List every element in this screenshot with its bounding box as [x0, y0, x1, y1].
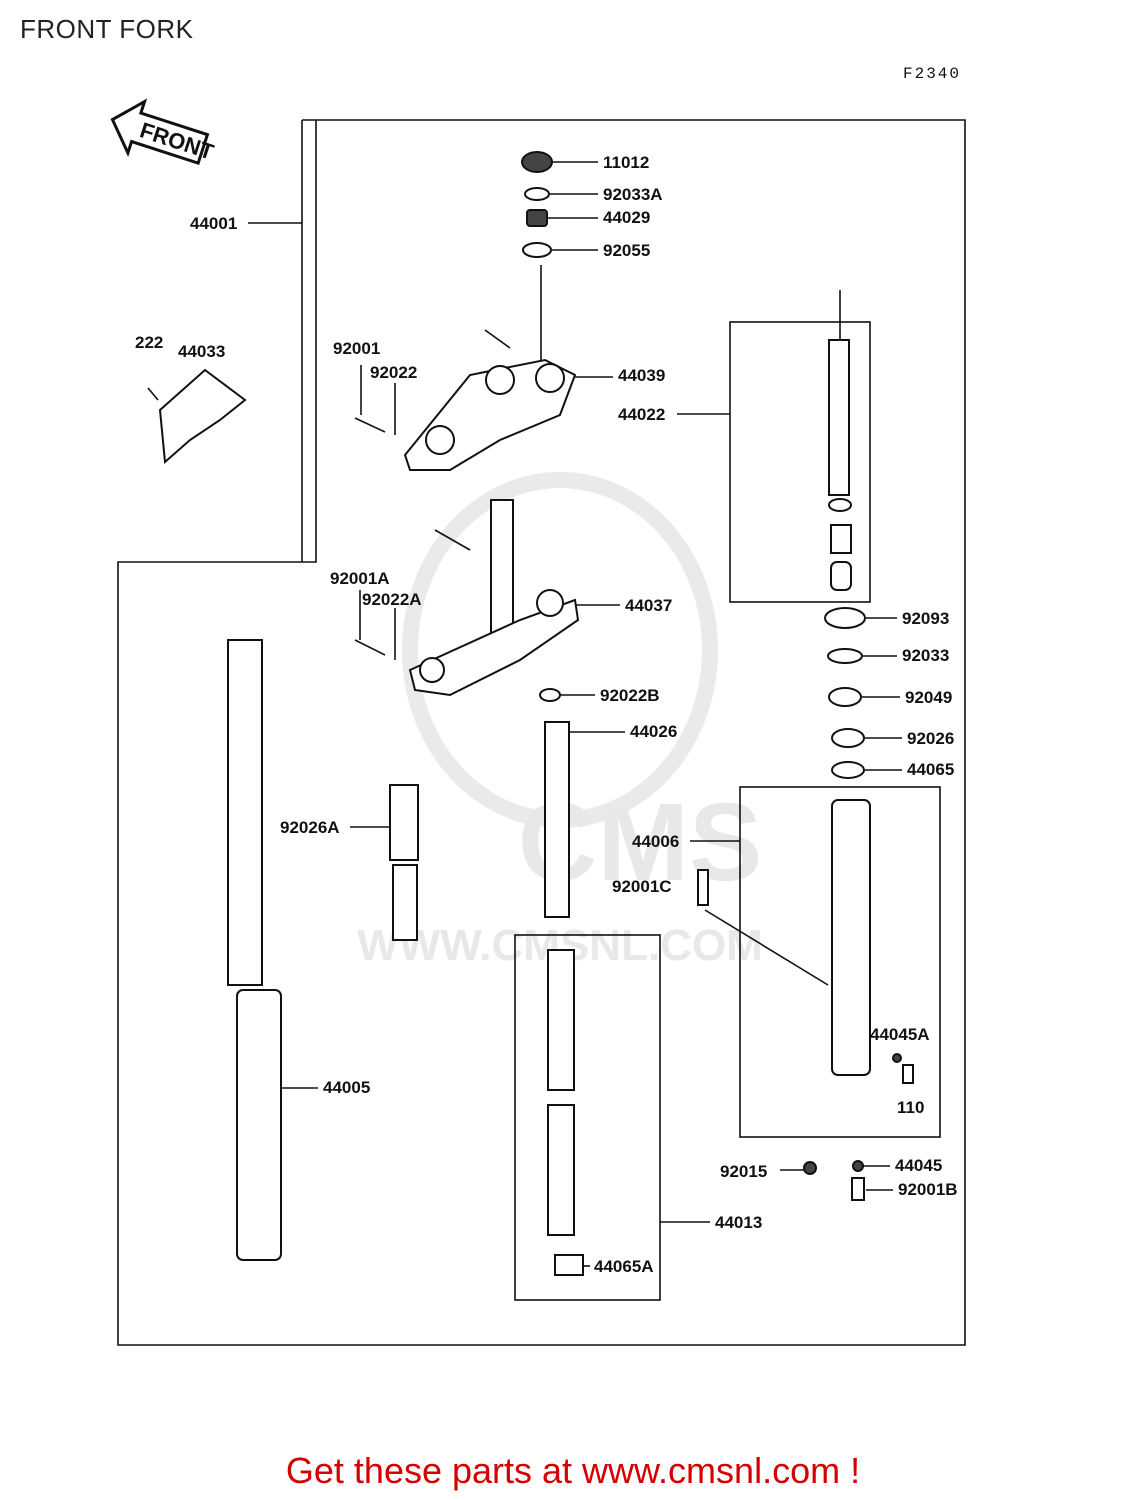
spacer-lower-icon — [392, 864, 418, 941]
outer-tube-box — [739, 786, 941, 1138]
part-label: 92001C — [612, 877, 672, 896]
part-label: 92022A — [362, 590, 422, 609]
damper-box — [729, 321, 871, 603]
washer-92022B-icon — [539, 688, 561, 702]
bushing-44065A-icon — [554, 1254, 584, 1276]
clip-92033-icon — [827, 648, 863, 664]
leader-lines — [248, 161, 902, 1267]
part-label: 92055 — [603, 241, 650, 260]
drawing-code: F2340 — [903, 65, 961, 83]
part-label: 44013 — [715, 1213, 762, 1232]
outer-tube-44006-icon — [831, 799, 871, 1076]
part-label: 92001A — [330, 569, 390, 588]
part-label: 11012 — [603, 153, 649, 172]
part-label: 44037 — [625, 596, 672, 615]
inner-tube-lower-icon — [547, 1104, 575, 1236]
fork-spring-44026-icon — [544, 721, 570, 918]
footer-link-text[interactable]: Get these parts at www.cmsnl.com ! — [285, 1450, 861, 1491]
lower-clamp-44037-icon — [408, 598, 580, 697]
part-label: 222 — [135, 333, 163, 352]
washer-92026-icon — [831, 728, 865, 748]
damper-spring-icon — [830, 524, 852, 554]
front-fork-diagram: CMS WWW.CMSNL.COM F2340 FRONT — [110, 65, 966, 1346]
bushing-44065-icon — [831, 761, 865, 779]
seal-92049-icon — [828, 687, 862, 707]
part-label: 92015 — [720, 1162, 767, 1181]
inner-tube-44013-icon — [547, 949, 575, 1091]
part-label: 44045 — [895, 1156, 942, 1175]
bolt-92001C-icon — [697, 869, 709, 906]
part-label: 92001 — [333, 339, 380, 358]
part-label: 92026 — [907, 729, 954, 748]
assembly-outline — [117, 119, 966, 1346]
bolt-92001B-icon — [851, 1177, 865, 1201]
part-label: 92049 — [905, 688, 952, 707]
part-label: 110 — [897, 1098, 924, 1117]
bolt-92015-icon — [803, 1161, 817, 1175]
damper-rod-44022-icon — [828, 339, 850, 496]
part-label: 92022 — [370, 363, 417, 382]
part-label: 44022 — [618, 405, 665, 424]
part-label: 92022B — [600, 686, 660, 705]
valve-44029-icon — [526, 209, 548, 227]
part-labels: 11012 92033A 44029 92055 44001 222 44033… — [135, 153, 958, 1276]
part-label: 44005 — [323, 1078, 370, 1097]
part-label: 44026 — [630, 722, 677, 741]
inner-tube-box — [514, 934, 661, 1301]
oring-92033A-icon — [524, 187, 550, 201]
part-label: 44045A — [870, 1025, 930, 1044]
spacer-92026A-icon — [389, 784, 419, 861]
fork-tube-44005-icon — [227, 639, 263, 986]
part-label: 44029 — [603, 208, 650, 227]
ring-92055-icon — [522, 242, 552, 258]
page-title: FRONT FORK — [20, 14, 194, 44]
part-label: 92001B — [898, 1180, 958, 1199]
part-label: 44039 — [618, 366, 665, 385]
part-label: 92026A — [280, 818, 340, 837]
part-label: 44065 — [907, 760, 954, 779]
front-arrow-icon: FRONT — [110, 98, 217, 166]
bracket-44033-icon — [158, 368, 247, 465]
part-label: 44033 — [178, 342, 225, 361]
part-label: 92033 — [902, 646, 949, 665]
part-label: 44065A — [594, 1257, 654, 1276]
part-label: 92093 — [902, 609, 949, 628]
part-label: 44001 — [190, 214, 237, 233]
fork-slider-icon — [236, 989, 282, 1261]
part-label: 44006 — [632, 832, 679, 851]
washer-44045-icon — [852, 1160, 864, 1172]
cap-11012-icon — [521, 151, 553, 173]
part-label: 92033A — [603, 185, 663, 204]
seal-92093-icon — [824, 607, 866, 629]
